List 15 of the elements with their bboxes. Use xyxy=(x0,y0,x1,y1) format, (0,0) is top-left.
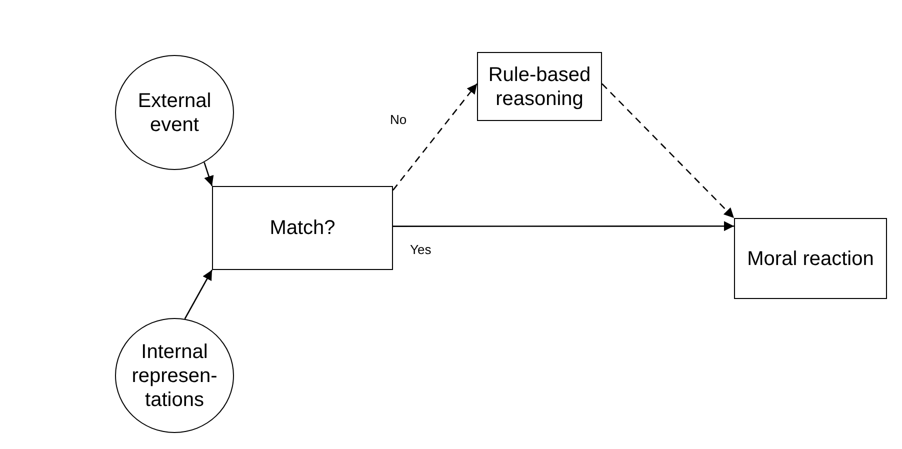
node-label: Moral reaction xyxy=(746,246,875,270)
arrow xyxy=(392,83,478,191)
arrow xyxy=(184,270,213,320)
node-label: Rule-based reasoning xyxy=(487,62,592,110)
node-label: Match? xyxy=(268,216,336,240)
process-box xyxy=(212,186,393,270)
arrow xyxy=(393,221,734,232)
node-label: External event xyxy=(136,88,212,136)
edge-label: Yes xyxy=(408,242,434,257)
node-label: Internal represen- tations xyxy=(130,340,218,412)
process-box xyxy=(477,52,602,121)
arrow xyxy=(204,162,214,186)
edge-label: No xyxy=(388,112,409,127)
arrow xyxy=(602,83,734,218)
process-box xyxy=(734,218,887,299)
